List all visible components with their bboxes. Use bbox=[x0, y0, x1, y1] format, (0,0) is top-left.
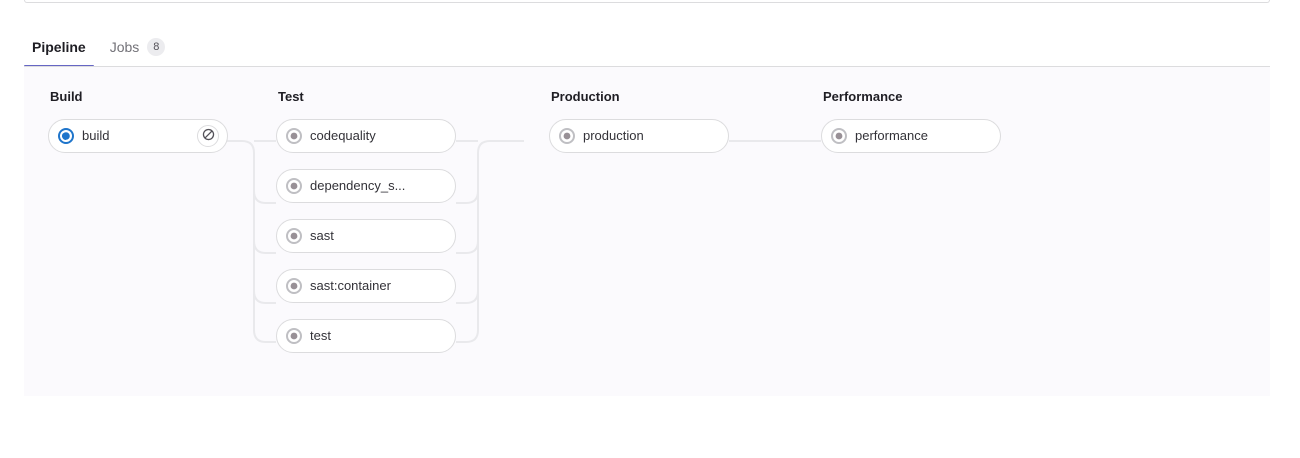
pipeline-job-sast-container[interactable]: sast:container bbox=[276, 269, 456, 303]
status-created-icon bbox=[286, 328, 302, 344]
tab-pipeline[interactable]: Pipeline bbox=[24, 37, 94, 67]
pipeline-job-sast[interactable]: sast bbox=[276, 219, 456, 253]
pipeline-job-name: production bbox=[583, 128, 644, 143]
pipeline-job-production[interactable]: production bbox=[549, 119, 729, 153]
pipeline-job-performance[interactable]: performance bbox=[821, 119, 1001, 153]
tab-jobs-label: Jobs bbox=[109, 39, 140, 55]
pipeline-job-name: sast bbox=[310, 228, 334, 243]
status-created-icon bbox=[286, 228, 302, 244]
status-created-icon bbox=[286, 278, 302, 294]
pipeline-job-test[interactable]: test bbox=[276, 319, 456, 353]
pipeline-job-name: test bbox=[310, 328, 331, 343]
cancel-job-button[interactable] bbox=[197, 125, 219, 147]
pipeline-job-build[interactable]: build bbox=[48, 119, 228, 153]
status-created-icon bbox=[286, 128, 302, 144]
status-created-icon bbox=[559, 128, 575, 144]
pipeline-stage-test: Test codequality dependency_s... bbox=[276, 89, 456, 353]
status-created-icon bbox=[831, 128, 847, 144]
pipeline-job-name: dependency_s... bbox=[310, 178, 406, 193]
tab-jobs-badge: 8 bbox=[147, 38, 166, 56]
stage-title-build: Build bbox=[50, 89, 83, 104]
pipeline-job-name: codequality bbox=[310, 128, 376, 143]
pipeline-stage-build: Build build bbox=[48, 89, 228, 153]
pipeline-job-name: build bbox=[82, 128, 110, 143]
stage-title-performance: Performance bbox=[823, 89, 903, 104]
pipeline-job-name: performance bbox=[855, 128, 928, 143]
pipeline-job-dependency-scanning[interactable]: dependency_s... bbox=[276, 169, 456, 203]
tabs-bottom-divider bbox=[24, 66, 1270, 67]
pipeline-graph: Build build bbox=[24, 67, 1270, 396]
cancel-icon bbox=[202, 128, 215, 144]
pipeline-stage-production: Production production bbox=[549, 89, 729, 153]
page-top-card-edge bbox=[24, 0, 1270, 3]
status-running-icon bbox=[58, 128, 74, 144]
tab-jobs[interactable]: Jobs 8 bbox=[102, 37, 174, 67]
pipeline-stage-performance: Performance performance bbox=[821, 89, 1001, 153]
tab-pipeline-label: Pipeline bbox=[32, 39, 86, 55]
pipeline-job-codequality[interactable]: codequality bbox=[276, 119, 456, 153]
pipeline-detail-tabs: Pipeline Jobs 8 bbox=[0, 24, 1300, 67]
pipeline-job-name: sast:container bbox=[310, 278, 391, 293]
status-created-icon bbox=[286, 178, 302, 194]
stage-title-production: Production bbox=[551, 89, 620, 104]
stage-title-test: Test bbox=[278, 89, 304, 104]
